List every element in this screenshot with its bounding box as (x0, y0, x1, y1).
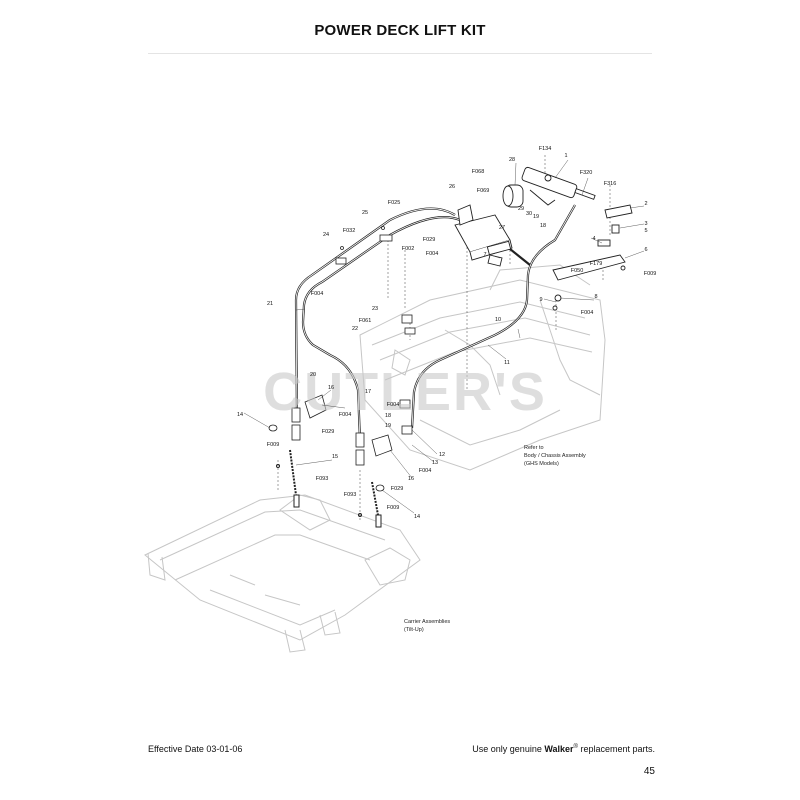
brand-name: Walker (544, 744, 574, 754)
callout-label: 22 (352, 326, 358, 332)
callout-label: 5 (644, 228, 647, 234)
notice-text-end: replacement parts. (577, 744, 655, 754)
callout-label: 11 (504, 360, 510, 366)
callout-label: 20 (310, 372, 316, 378)
lift-chains (276, 449, 382, 528)
callout-label: F316 (604, 181, 617, 187)
valve-bracket (454, 204, 513, 267)
callout-leaders (243, 159, 645, 514)
note-line: Refer to (524, 445, 544, 451)
callout-label: F004 (339, 412, 352, 418)
callout-label: F179 (590, 261, 603, 267)
callout-label: 4 (592, 236, 595, 242)
callout-label: 19 (385, 423, 391, 429)
callout-label: 30 (526, 211, 532, 217)
chassis-reference-note: Refer to Body / Chassis Assembly (GHS Mo… (524, 445, 586, 467)
callout-label: 8 (594, 294, 597, 300)
note-line: (Tilt-Up) (404, 627, 424, 633)
callout-label: 27 (499, 225, 505, 231)
callout-label: 15 (332, 454, 338, 460)
callout-label: F004 (311, 291, 324, 297)
callout-label: F004 (426, 251, 439, 257)
callout-label: F061 (359, 318, 372, 324)
callout-label: F320 (580, 170, 593, 176)
lower-brackets (268, 394, 413, 492)
carrier-reference-note: Carrier Assemblies (Tilt-Up) (404, 619, 450, 633)
callout-label: 6 (644, 247, 647, 253)
callout-label: F029 (322, 429, 335, 435)
callout-label: 25 (362, 210, 368, 216)
callout-label: 19 (533, 214, 539, 220)
callout-label: F029 (391, 486, 404, 492)
notice-text: Use only genuine (472, 744, 545, 754)
callout-label: 18 (540, 223, 546, 229)
callout-label: 9 (539, 297, 542, 303)
callout-label: 10 (495, 317, 501, 323)
callout-label: F029 (423, 237, 436, 243)
callout-label: F068 (472, 169, 485, 175)
registered-mark: ® (573, 744, 578, 750)
callout-label: F069 (477, 188, 490, 194)
note-line: (GHS Models) (524, 461, 559, 467)
callout-label: 23 (372, 306, 378, 312)
lift-arm (552, 204, 633, 311)
callout-label: F002 (402, 246, 415, 252)
replacement-parts-notice: Use only genuine Walker® replacement par… (472, 744, 655, 754)
callout-label: F032 (343, 228, 356, 234)
callout-label: F134 (539, 146, 552, 152)
callout-label: 16 (408, 476, 414, 482)
callout-label: 1 (564, 153, 567, 159)
page-title: POWER DECK LIFT KIT (314, 22, 486, 39)
callout-label: F050 (571, 268, 584, 274)
callout-label: F093 (344, 492, 357, 498)
note-line: Body / Chassis Assembly (524, 453, 586, 459)
watermark-text: CUTLER'S (263, 362, 547, 422)
callout-label: 28 (509, 157, 515, 163)
callout-label: 2 (644, 201, 647, 207)
carrier-frame-outline (144, 494, 421, 653)
lift-cylinder (502, 166, 596, 208)
callout-label: F093 (316, 476, 329, 482)
callout-label: F025 (388, 200, 401, 206)
hose-clamps (335, 226, 416, 335)
callout-label: 29 (518, 206, 524, 212)
callout-label: 14 (237, 412, 243, 418)
page-number: 45 (643, 766, 655, 777)
callout-label: 7 (483, 252, 486, 258)
callout-label: F009 (267, 442, 280, 448)
effective-date: Effective Date 03-01-06 (148, 744, 243, 754)
note-line: Carrier Assemblies (404, 619, 450, 625)
callout-label: 14 (414, 514, 420, 520)
callout-label: 3 (644, 221, 647, 227)
callout-label: 21 (267, 301, 273, 307)
callout-label: F004 (387, 402, 400, 408)
callout-label: 17 (365, 389, 371, 395)
callout-label: 26 (449, 184, 455, 190)
callout-labels: F134 1 28 F320 F316 2 3 5 F068 F069 26 2… (237, 146, 656, 520)
title-divider (148, 53, 652, 54)
callout-label: 12 (439, 452, 445, 458)
callout-label: F004 (581, 310, 594, 316)
callout-label: F009 (387, 505, 400, 511)
callout-label: 24 (323, 232, 329, 238)
callout-label: 16 (328, 385, 334, 391)
callout-label: 13 (432, 460, 438, 466)
hydraulic-hoses-inner (295, 204, 576, 441)
callout-label: F004 (419, 468, 432, 474)
callout-label: F009 (644, 271, 657, 277)
callout-label: 18 (385, 413, 391, 419)
